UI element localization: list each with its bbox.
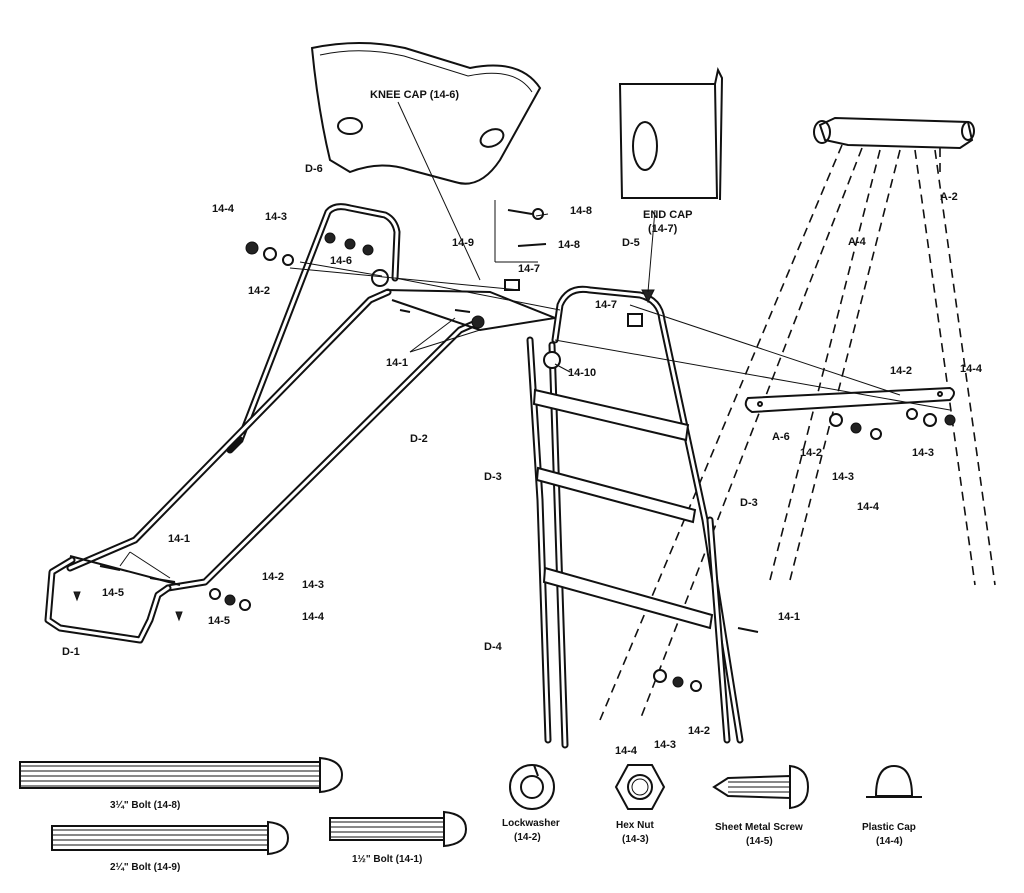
label-d2: D-2: [410, 433, 428, 445]
label-d1: D-1: [62, 646, 80, 658]
label-knee-cap: KNEE CAP (14-6): [370, 89, 459, 101]
hex-nut-icon: [614, 764, 666, 810]
slide-bed-d2: [66, 288, 559, 592]
bolt-3-1-4-illustration: [19, 756, 344, 794]
lockwasher-icon: [509, 764, 555, 810]
end-cap-panel: [618, 67, 724, 201]
sheet-metal-screw-label: Sheet Metal Screw: [715, 822, 803, 833]
ladder-assembly: [526, 285, 744, 749]
label-14-4-left: 14-4: [212, 203, 235, 215]
label-14-7-a: 14-7: [518, 263, 540, 275]
label-end-cap-1: END CAP: [643, 209, 693, 221]
label-14-7-b: 14-7: [595, 299, 617, 311]
label-14-3-ladder: 14-3: [654, 739, 676, 751]
plastic-cap-code: (14-4): [876, 836, 903, 847]
label-14-9: 14-9: [452, 237, 474, 249]
label-14-4-right: 14-4: [960, 363, 983, 375]
label-d3-left: D-3: [484, 471, 502, 483]
label-a6: A-6: [772, 431, 790, 443]
brace-bar-a6: [744, 386, 955, 414]
label-14-3-a6: 14-3: [832, 471, 854, 483]
hardware-legend: 3¼" Bolt (14-8) 2¼" Bolt (14-9) 1½" Bolt…: [19, 756, 922, 873]
label-14-4-a6: 14-4: [857, 501, 880, 513]
label-14-10: 14-10: [568, 367, 596, 379]
bolt-3-1-4-label: 3¼" Bolt (14-8): [110, 800, 180, 811]
label-14-8-b: 14-8: [570, 205, 592, 217]
label-end-cap-2: (14-7): [648, 223, 678, 235]
bolt-2-1-4-label: 2¼" Bolt (14-9): [110, 862, 180, 873]
sheet-metal-screw-icon: [712, 764, 810, 810]
hex-nut-label: Hex Nut: [616, 820, 654, 831]
label-d3-right: D-3: [740, 497, 758, 509]
label-14-3-left: 14-3: [265, 211, 287, 223]
lockwasher-code: (14-2): [514, 832, 541, 843]
plastic-cap-icon: [866, 764, 922, 798]
label-14-5-a: 14-5: [102, 587, 124, 599]
swing-frame-a-frame: [599, 116, 996, 721]
plastic-cap-label: Plastic Cap: [862, 822, 916, 833]
hardware-pieces: [73, 208, 956, 692]
label-14-4-ladder: 14-4: [615, 745, 638, 757]
label-14-2-left: 14-2: [248, 285, 270, 297]
label-14-8-a: 14-8: [558, 239, 580, 251]
label-14-1-right: 14-1: [778, 611, 800, 623]
label-a4: A-4: [848, 236, 867, 248]
knee-cap-panel: [310, 42, 542, 185]
label-14-2-bottom: 14-2: [262, 571, 284, 583]
bolt-1-1-2-illustration: [329, 810, 468, 848]
label-14-3-bottom: 14-3: [302, 579, 324, 591]
label-14-2-a6: 14-2: [800, 447, 822, 459]
label-14-3-right: 14-3: [912, 447, 934, 459]
bolt-2-1-4-illustration: [51, 820, 290, 856]
hex-nut-code: (14-3): [622, 834, 649, 845]
label-d5: D-5: [622, 237, 640, 249]
sheet-metal-screw-code: (14-5): [746, 836, 773, 847]
label-14-1-top: 14-1: [386, 357, 408, 369]
label-14-5-b: 14-5: [208, 615, 230, 627]
label-14-1-bottom: 14-1: [168, 533, 190, 545]
bolt-1-1-2-label: 1½" Bolt (14-1): [352, 854, 422, 865]
callout-labels: KNEE CAP (14-6) END CAP (14-7) A-2 A-4 A…: [62, 89, 983, 757]
label-14-2-right: 14-2: [890, 365, 912, 377]
lockwasher-label: Lockwasher: [502, 818, 560, 829]
slide-handrail-d6: [236, 203, 401, 444]
label-a2: A-2: [940, 191, 958, 203]
leader-lines: [119, 101, 951, 579]
label-14-6: 14-6: [330, 255, 352, 267]
label-14-4-bottom: 14-4: [302, 611, 325, 623]
label-14-2-ladder: 14-2: [688, 725, 710, 737]
label-d6: D-6: [305, 163, 323, 175]
label-d4: D-4: [484, 641, 503, 653]
